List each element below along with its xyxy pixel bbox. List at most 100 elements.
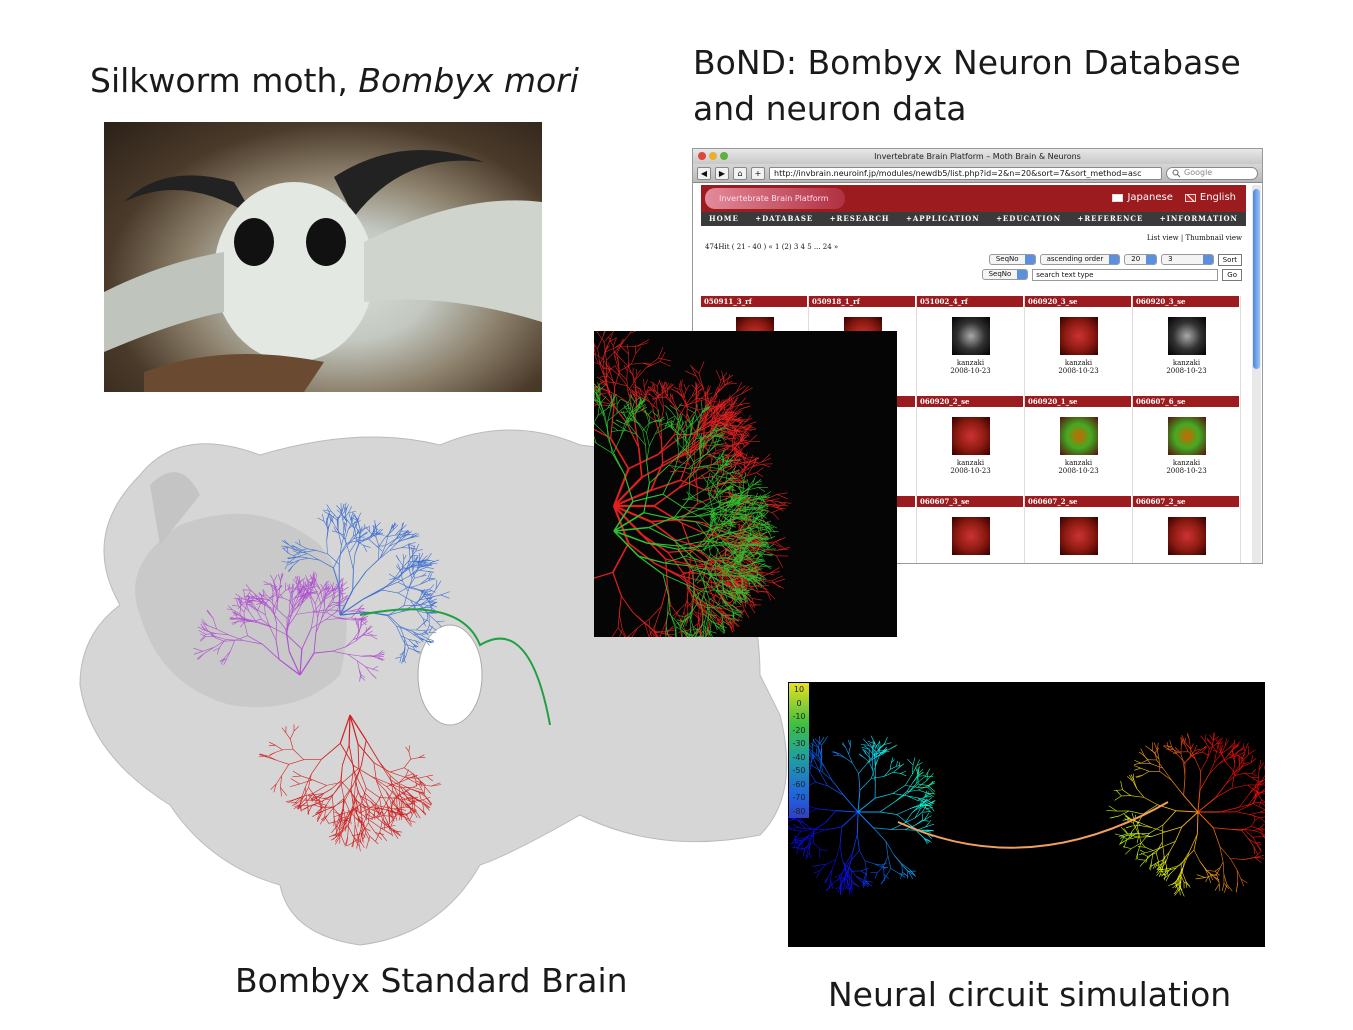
neurite-branch [726, 533, 732, 539]
neuron-thumbnail[interactable] [1059, 317, 1098, 355]
go-button[interactable]: Go [1222, 269, 1242, 281]
sort-button[interactable]: Sort [1217, 254, 1242, 266]
neurite-branch [288, 651, 301, 676]
neuron-thumbnail[interactable] [951, 517, 990, 555]
neuron-cell[interactable]: 060607_3_se [917, 496, 1025, 563]
neurite-branch [755, 573, 759, 583]
neurite-branch [714, 388, 720, 396]
cell-label[interactable]: 050911_3_rf [701, 296, 808, 307]
neurite-branch [607, 376, 616, 384]
cell-label[interactable]: 060607_6_se [1133, 396, 1240, 407]
neurite-branch [687, 448, 700, 461]
sort-order-select[interactable]: ascending order [1039, 254, 1121, 265]
nav-home[interactable]: HOME [709, 214, 739, 223]
search-text-input[interactable]: search text type [1032, 269, 1219, 281]
neurite-branch [791, 829, 801, 832]
cell-label[interactable]: 060920_1_se [1025, 396, 1132, 407]
neurite-branch [744, 578, 752, 585]
neurite-branch [423, 630, 429, 636]
neurite-branch [657, 434, 676, 455]
neurite-branch [648, 516, 675, 529]
nav-reference[interactable]: +REFERENCE [1077, 214, 1144, 223]
neuron-thumbnail[interactable] [951, 317, 990, 355]
pagination[interactable]: 474Hit ( 21 - 40 ) « 1 (2) 3 4 5 ... 24 … [705, 243, 839, 251]
home-icon[interactable]: ⌂ [733, 166, 747, 180]
lang-english[interactable]: English [1184, 192, 1236, 203]
per-page-select[interactable]: 20 [1124, 254, 1158, 265]
neuron-thumbnail[interactable] [1059, 517, 1098, 555]
sort-field-select[interactable]: SeqNo [988, 254, 1036, 265]
cell-label[interactable]: 060920_2_se [917, 396, 1024, 407]
nav-information[interactable]: +INFORMATION [1159, 214, 1238, 223]
neuron-thumbnail[interactable] [1167, 417, 1206, 455]
url-bar[interactable]: http://invbrain.neuroinf.jp/modules/newd… [769, 166, 1162, 180]
neurite-branch [335, 601, 345, 606]
neurite-branch [743, 440, 750, 448]
neuron-thumbnail[interactable] [1167, 517, 1206, 555]
nav-application[interactable]: +APPLICATION [905, 214, 980, 223]
neurite-branch [885, 868, 891, 877]
neurite-branch [350, 788, 354, 809]
neurite-branch [409, 551, 416, 559]
nav-database[interactable]: +DATABASE [755, 214, 814, 223]
neurite-branch [610, 391, 620, 398]
sort-col-select[interactable]: 3 [1161, 254, 1214, 265]
neurite-branch [648, 526, 676, 542]
neuron-cell[interactable]: 060607_2_se [1133, 496, 1241, 563]
neurite-branch [282, 547, 289, 554]
cell-label[interactable]: 060920_3_se [1133, 296, 1240, 307]
neuron-cell[interactable]: 060607_2_se [1025, 496, 1133, 563]
neurite-branch [291, 544, 298, 549]
neurite-branch [594, 398, 600, 403]
cell-label[interactable]: 060607_2_se [1025, 496, 1132, 507]
neurite-branch [735, 560, 742, 564]
neurite-branch [735, 605, 744, 608]
cell-label[interactable]: 050918_1_rf [809, 296, 916, 307]
nav-education[interactable]: +EDUCATION [996, 214, 1062, 223]
cell-label[interactable]: 060920_3_se [1025, 296, 1132, 307]
neuron-thumbnail[interactable] [1167, 317, 1206, 355]
neurite-branch [745, 596, 754, 604]
site-logo[interactable]: Invertebrate Brain Platform [705, 188, 845, 209]
neurite-branch [812, 841, 821, 850]
neurite-branch [231, 621, 239, 624]
search-field-select[interactable]: SeqNo [981, 269, 1029, 280]
neurite-branch [348, 714, 351, 746]
search-input[interactable]: Google [1166, 166, 1258, 180]
minimize-button[interactable] [709, 152, 717, 160]
neurite-branch [381, 824, 396, 829]
nav-research[interactable]: +RESEARCH [829, 214, 890, 223]
neurite-branch [404, 638, 409, 648]
add-bookmark-icon[interactable]: + [751, 166, 765, 180]
neurite-branch [354, 528, 358, 542]
zoom-button[interactable] [720, 152, 728, 160]
cell-label[interactable]: 060607_2_se [1133, 496, 1240, 507]
cell-label[interactable]: 060607_3_se [917, 496, 1024, 507]
neurite-branch [406, 562, 419, 570]
neurite-branch [299, 649, 303, 676]
neurite-branch [711, 440, 722, 444]
neurite-branch [360, 631, 366, 637]
neurite-branch [348, 808, 354, 825]
lang-japanese[interactable]: Japanese [1112, 192, 1173, 203]
cell-label[interactable]: 051002_4_rf [917, 296, 1024, 307]
neurite-branch [289, 600, 294, 610]
close-button[interactable] [698, 152, 706, 160]
back-icon[interactable]: ◀ [697, 166, 711, 180]
neurite-branch [419, 552, 424, 561]
neuron-thumbnail[interactable] [951, 417, 990, 455]
neurite-branch [413, 797, 424, 803]
neurite-branch [737, 547, 748, 550]
neurite-branch [654, 562, 680, 577]
scrollbar[interactable] [1252, 185, 1261, 563]
forward-icon[interactable]: ▶ [715, 166, 729, 180]
view-toggle[interactable]: List view | Thumbnail view [1146, 234, 1242, 242]
neurite-branch [677, 540, 705, 547]
neuron-thumbnail[interactable] [1059, 417, 1098, 455]
